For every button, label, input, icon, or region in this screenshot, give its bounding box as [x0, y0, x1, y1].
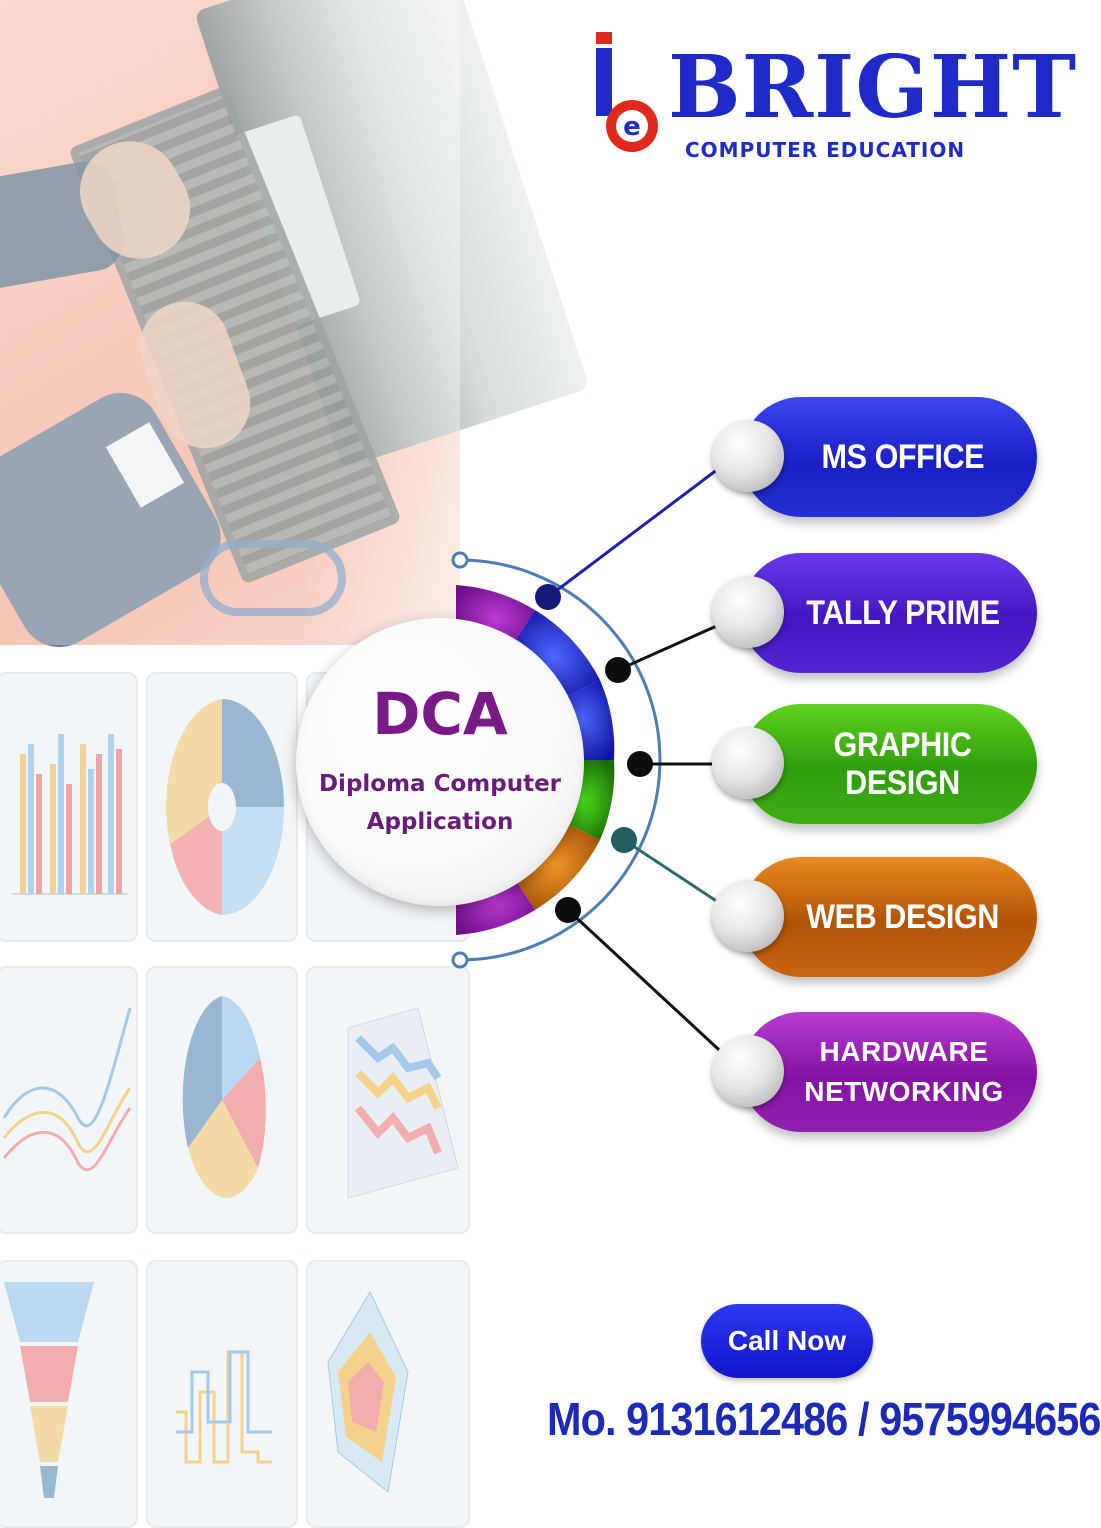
brand-tagline: COMPUTER EDUCATION	[685, 138, 966, 162]
course-label: HARDWARE NETWORKING	[774, 1032, 1003, 1112]
course-label: TALLY PRIME	[805, 594, 1000, 632]
dca-subtitle-line1: Diploma Computer	[318, 771, 562, 797]
course-tally-prime[interactable]: TALLY PRIME	[741, 553, 1037, 673]
svg-text:e: e	[623, 112, 641, 142]
phone-numbers[interactable]: Mo. 9131612486 / 9575994656	[547, 1393, 1101, 1445]
bar-chart-icon	[0, 672, 138, 942]
dca-title: DCA	[372, 680, 508, 748]
glasses-image	[200, 540, 346, 616]
3d-line-chart-icon	[306, 966, 470, 1234]
line-chart-icon	[0, 966, 138, 1234]
pill-knob-icon	[712, 576, 784, 648]
course-hardware-networking[interactable]: HARDWARE NETWORKING	[741, 1012, 1037, 1132]
brand-name: BRIGHT	[668, 37, 1078, 138]
course-ms-office[interactable]: MS OFFICE	[741, 397, 1037, 517]
radar-chart-icon	[306, 1260, 470, 1528]
course-graphic-design[interactable]: GRAPHIC DESIGN	[741, 704, 1037, 824]
pill-knob-icon	[712, 420, 784, 492]
hands-typing-on-keyboard-photo	[0, 0, 590, 662]
course-web-design[interactable]: WEB DESIGN	[741, 857, 1037, 977]
be-monogram-icon: e	[596, 32, 658, 152]
course-label: WEB DESIGN	[806, 898, 999, 936]
donut-chart-icon	[146, 672, 298, 942]
funnel-chart-icon	[0, 1260, 138, 1528]
pill-knob-icon	[712, 880, 784, 952]
call-now-button[interactable]: Call Now	[701, 1304, 873, 1378]
step-chart-icon	[146, 1260, 298, 1528]
pie-chart-icon	[146, 966, 298, 1234]
course-label-line2: NETWORKING	[804, 1076, 1004, 1107]
course-label: GRAPHIC DESIGN	[833, 726, 972, 802]
pill-knob-icon	[712, 1035, 784, 1107]
course-label-line1: HARDWARE	[819, 1036, 989, 1067]
dca-subtitle-line2: Application	[366, 809, 514, 835]
course-label: MS OFFICE	[821, 438, 984, 476]
dca-hub-circle: DCA Diploma Computer Application	[296, 618, 584, 906]
pill-knob-icon	[712, 727, 784, 799]
